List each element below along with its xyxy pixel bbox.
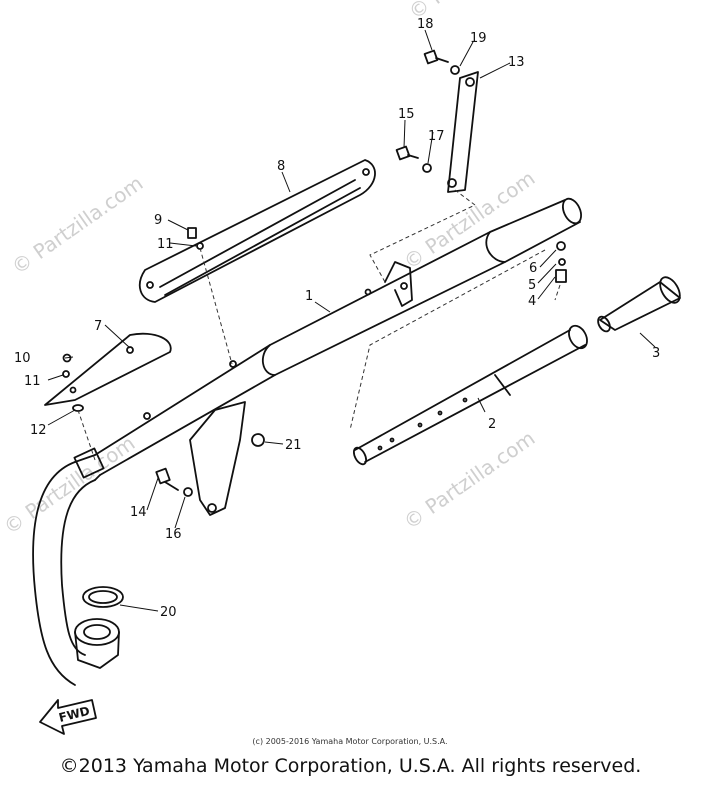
callout-2: 2 [488,417,496,432]
callout-10: 10 [14,351,31,366]
leader-lines [47,29,656,612]
washer-16 [183,487,193,497]
end-cap [597,276,681,333]
callout-5: 5 [528,278,536,293]
callout-7: 7 [94,319,102,334]
washer-6 [556,241,566,251]
small-copyright: (c) 2005-2016 Yamaha Motor Corporation, … [252,737,447,746]
bolt-14 [155,467,179,491]
callout-17: 17 [428,129,445,144]
bolt-18 [423,49,449,65]
washer-17 [422,163,432,173]
callout-1: 1 [305,289,313,304]
washer-5 [558,258,566,266]
callout-16: 16 [165,527,182,542]
gasket [82,586,124,608]
exhaust-pipe-bend [32,447,105,686]
callout-11-lower: 11 [24,374,41,389]
nut-21 [251,433,265,447]
washer-19 [450,65,460,75]
baffle-tube [352,324,588,466]
callout-18: 18 [417,17,434,32]
washer-11-lower [62,370,70,378]
bolt-10 [62,353,72,363]
callout-11-upper: 11 [157,237,174,252]
callout-13: 13 [508,55,525,70]
callout-14: 14 [130,505,147,520]
bolt-4 [555,269,567,283]
callout-21: 21 [285,438,302,453]
copyright-notice: ©2013 Yamaha Motor Corporation, U.S.A. A… [59,755,642,777]
bolt-15 [395,145,419,161]
callout-19: 19 [470,31,487,46]
callout-12: 12 [30,423,47,438]
callout-15: 15 [398,107,415,122]
callout-6: 6 [529,261,537,276]
callout-9: 9 [154,213,162,228]
watermark: © Partzilla.com [399,426,539,534]
bolt-9 [187,227,197,239]
watermark: © Partzilla.com [0,431,139,539]
muffler-stay [447,71,479,193]
callout-3: 3 [652,346,660,361]
callout-8: 8 [277,159,285,174]
muffler-body [94,197,582,516]
assembly-lines [77,189,561,461]
callout-20: 20 [160,605,177,620]
heat-guard-small [44,332,172,406]
callout-4: 4 [528,294,536,309]
heat-shield-upper [138,159,376,303]
flange-nut [74,618,120,669]
watermark: © Partzilla.com [7,171,147,279]
fwd-arrow-icon: FWD [39,699,97,735]
